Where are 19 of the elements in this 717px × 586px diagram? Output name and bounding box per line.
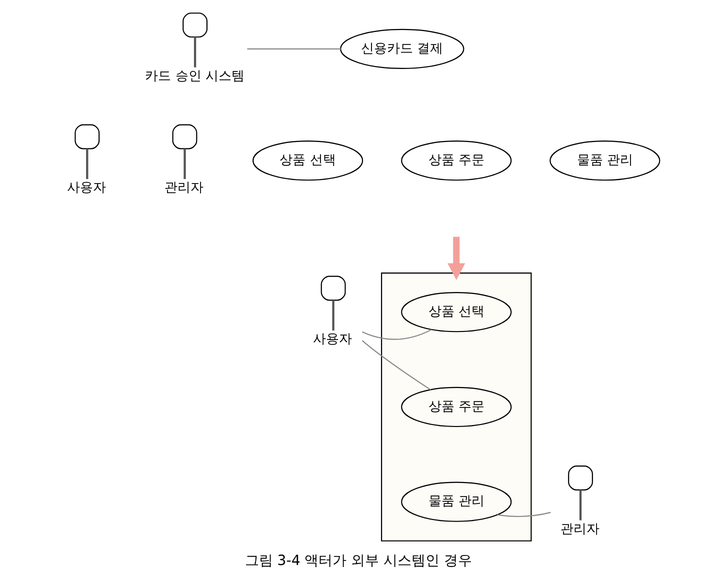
node-ellipse: 상품 주문 (401, 140, 512, 181)
cluster (381, 272, 532, 542)
node-ellipse: 물품 관리 (401, 482, 512, 522)
arrow (448, 236, 466, 280)
node-ellipse: 물품 관리 (550, 140, 660, 181)
node-label: 관리자 (164, 180, 204, 196)
node-label: 관리자 (560, 522, 600, 537)
node-ellipse: 상품 선택 (252, 140, 364, 181)
node-ellipse: 상품 주문 (401, 386, 512, 428)
connector (497, 512, 551, 518)
caption: 그림 3-4 액터가 외부 시스템인 경우 (244, 553, 472, 570)
node-ellipse: 신용카드 결제 (340, 28, 464, 69)
node-label: 사용자 (67, 180, 106, 196)
connector (362, 329, 432, 340)
node-label: 카드 승인 시스템 (145, 68, 244, 84)
node-label: 사용자 (313, 332, 352, 348)
connector (362, 340, 431, 390)
node-ellipse: 상품 선택 (401, 292, 512, 332)
connector (247, 48, 341, 50)
